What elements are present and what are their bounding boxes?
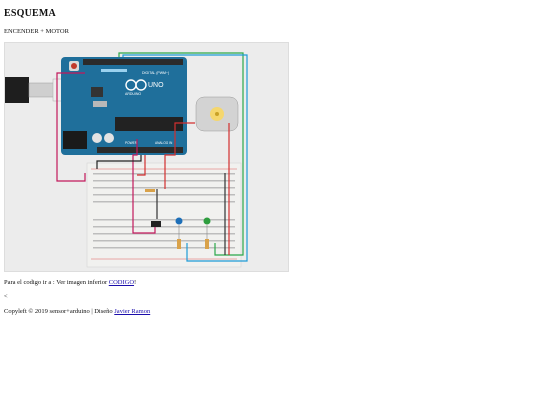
digital-pwm-label: DIGITAL (PWM~)	[142, 71, 169, 75]
instruction-text: Para el codigo ir a : Ver imagen inferio…	[4, 279, 109, 286]
led-blue-icon	[175, 217, 183, 239]
resistor-2-icon	[177, 239, 181, 249]
page-title: ESQUEMA	[4, 8, 56, 19]
uno-label: UNO	[148, 82, 164, 89]
copyleft-text: Copyleft © 2019 sensor+arduino | Diseño	[4, 308, 115, 315]
wires	[56, 52, 248, 262]
arduino-board: DIGITAL (PWM~) UNO ARDUINO POWER ANALOG …	[61, 57, 187, 155]
circuit-svg: DIGITAL (PWM~) UNO ARDUINO POWER ANALOG …	[5, 43, 288, 271]
code-link[interactable]: CODIGO	[108, 279, 135, 286]
analog-in-label: ANALOG IN	[155, 141, 173, 145]
arduino-logo-icon	[125, 79, 147, 91]
instruction-suffix: !	[134, 279, 137, 286]
page-subtitle: ENCENDER + MOTOR	[4, 28, 69, 35]
arduino-label: ARDUINO	[125, 92, 141, 96]
author-link[interactable]: Javier Ramon	[114, 308, 151, 315]
resistor-3-icon	[205, 239, 209, 249]
breadboard	[86, 162, 242, 268]
power-label: POWER	[125, 141, 138, 145]
back-symbol[interactable]: <	[4, 293, 8, 300]
footer: Copyleft © 2019 sensor+arduino | Diseño …	[4, 308, 150, 315]
resistor-icon	[145, 189, 155, 192]
circuit-diagram-image: DIGITAL (PWM~) UNO ARDUINO POWER ANALOG …	[4, 42, 289, 272]
led-green-icon	[203, 217, 211, 239]
code-instruction: Para el codigo ir a : Ver imagen inferio…	[4, 279, 136, 286]
transistor-icon	[151, 221, 161, 227]
dc-motor-icon	[195, 96, 239, 132]
